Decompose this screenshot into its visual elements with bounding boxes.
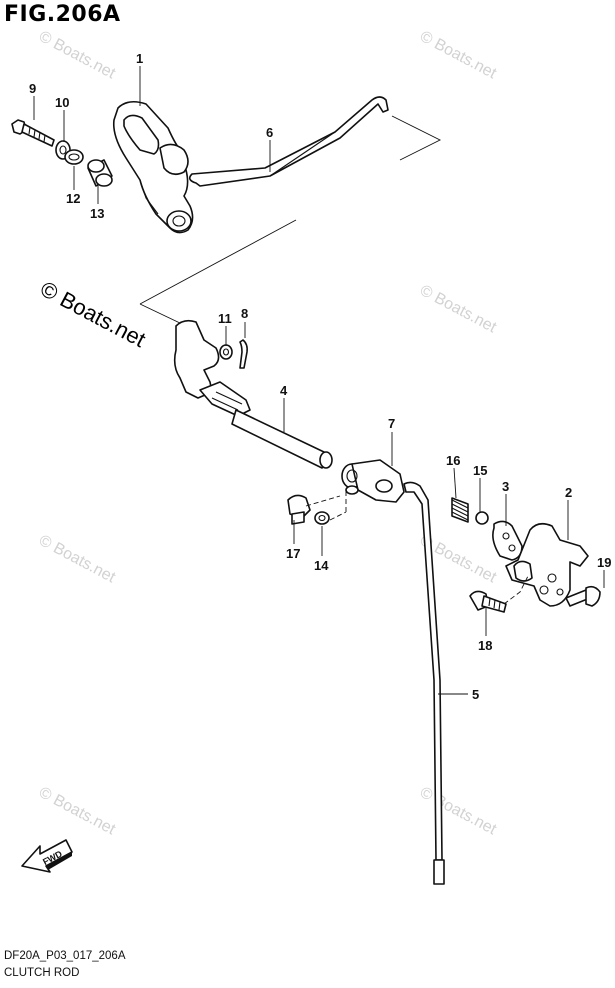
callout-13: 13 (90, 206, 104, 221)
callout-14: 14 (314, 558, 329, 573)
callout-18: 18 (478, 638, 492, 653)
callout-8: 8 (241, 306, 248, 321)
part-6-upper-rod (188, 96, 389, 187)
part-14-nut (314, 511, 330, 525)
part-13-collar (87, 159, 113, 187)
part-9-bolt (11, 119, 55, 147)
callout-9: 9 (29, 81, 36, 96)
callout-11: 11 (218, 311, 232, 326)
callout-4: 4 (280, 383, 288, 398)
part-19-bolt (565, 585, 601, 607)
part-16-spring (451, 497, 469, 523)
part-17-bolt (287, 494, 311, 525)
callout-12: 12 (66, 191, 80, 206)
fwd-direction-arrow: FWD (21, 839, 73, 873)
callout-16: 16 (446, 453, 460, 468)
callout-10: 10 (55, 95, 69, 110)
callout-17: 17 (286, 546, 300, 561)
callout-3: 3 (502, 479, 509, 494)
callout-6: 6 (266, 125, 273, 140)
callout-7: 7 (388, 416, 395, 431)
leader-lines (33, 66, 605, 695)
figure-caption: CLUTCH ROD (4, 967, 80, 979)
callout-numbers: 1 2 3 4 5 6 7 8 9 10 11 12 13 14 15 16 1… (29, 51, 611, 702)
callout-15: 15 (473, 463, 487, 478)
part-12-ring (64, 149, 84, 165)
part-11-washer (219, 344, 233, 360)
part-2-shift-bracket (505, 522, 589, 607)
part-4-clutch-shaft (173, 319, 333, 469)
callout-5: 5 (472, 687, 479, 702)
part-1-clutch-lever (112, 100, 194, 234)
part-5-clutch-rod (403, 481, 445, 885)
part-8-cotter-pin (239, 339, 248, 369)
figure-code: DF20A_P03_017_206A (4, 950, 126, 962)
part-3-cam (492, 520, 523, 561)
callout-2: 2 (565, 485, 572, 500)
part-18-bolt (469, 590, 507, 613)
callout-19: 19 (597, 555, 611, 570)
callout-1: 1 (136, 51, 143, 66)
part-7-rod-joint (341, 459, 405, 503)
part-15-ball (475, 511, 489, 525)
figure-title: FIG.206A (4, 2, 121, 27)
